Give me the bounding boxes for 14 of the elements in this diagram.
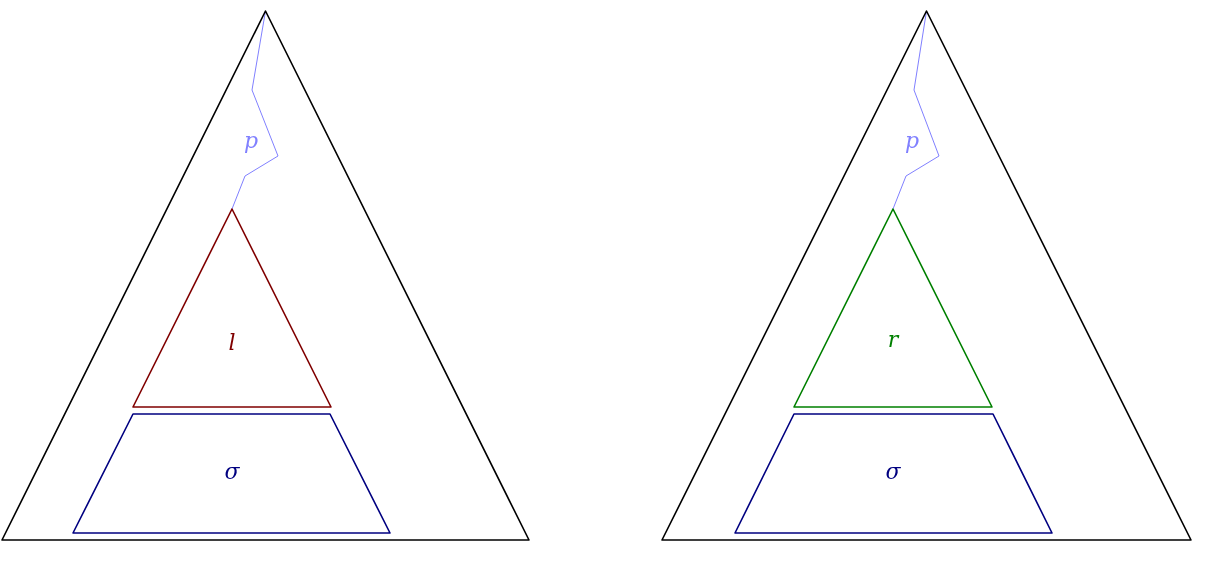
tree-triangle [659, 8, 1194, 543]
trapezoid [732, 411, 1055, 536]
trapezoid [70, 411, 393, 536]
symbol-label: r [887, 329, 899, 351]
path-line [231, 10, 279, 210]
symbol-label: σ [224, 461, 240, 483]
path-line [892, 10, 940, 210]
subtree-triangle [130, 206, 334, 410]
subtree-triangle [791, 206, 995, 410]
tree-triangle [0, 8, 532, 543]
symbol-label: σ [885, 461, 901, 483]
symbol-label: l [228, 332, 236, 354]
edge-label: p [904, 130, 920, 152]
edge-label: p [243, 130, 259, 152]
